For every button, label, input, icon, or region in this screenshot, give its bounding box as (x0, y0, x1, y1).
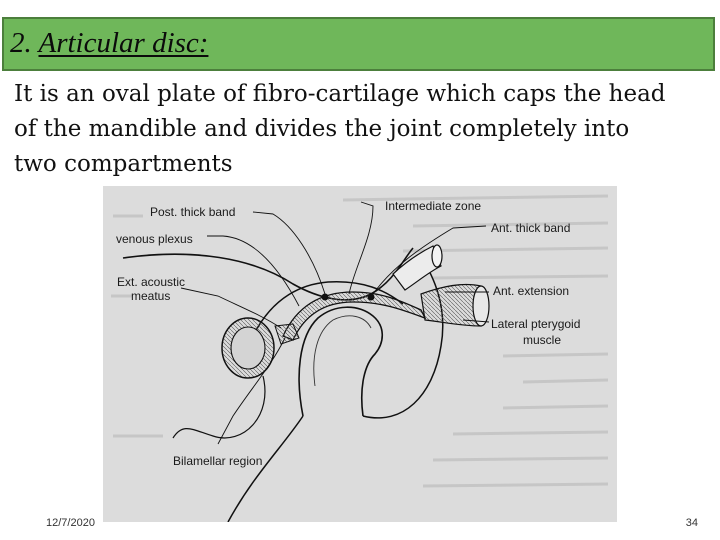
mandibular-condyle (298, 306, 384, 417)
bilamellar-region (274, 323, 300, 345)
label-ext-acoustic-2: meatus (131, 289, 170, 303)
tmj-diagram-svg: Post. thick band venous plexus Ext. acou… (103, 186, 617, 522)
lateral-pterygoid-muscle (420, 283, 482, 327)
tail-curve (172, 375, 266, 439)
title-text: Articular disc: (38, 27, 209, 59)
title-bar: 2. Articular disc: (2, 17, 715, 71)
muscle-cut-end (472, 285, 490, 327)
slide-date: 12/7/2020 (46, 517, 95, 529)
slide-page-number: 34 (685, 517, 698, 529)
label-lateral-pterygoid-1: Lateral pterygoid (491, 317, 580, 331)
upper-tube-end (431, 244, 443, 268)
anterior-band-dot (367, 293, 375, 301)
label-ant-thick-band: Ant. thick band (491, 221, 570, 235)
leader-lines (180, 201, 490, 445)
label-post-thick-band: Post. thick band (150, 205, 235, 219)
tmj-diagram: Post. thick band venous plexus Ext. acou… (103, 186, 617, 522)
posterior-band-dot (321, 293, 329, 301)
condyle-inner-outline (313, 315, 372, 387)
glenoid-fossa-outline (252, 281, 404, 337)
temporal-bone-outline (122, 247, 414, 301)
slide-body-text: It is an oval plate of fibro-cartilage w… (14, 81, 666, 177)
label-intermediate-zone: Intermediate zone (385, 199, 481, 213)
mandible-ramus (227, 255, 444, 522)
title-number: 2. (10, 27, 32, 59)
slide-title: 2. Articular disc: (10, 27, 208, 60)
upper-tube (392, 245, 442, 291)
label-bilamellar-region: Bilamellar region (173, 454, 262, 468)
label-lateral-pterygoid-2: muscle (523, 333, 561, 347)
label-venous-plexus: venous plexus (116, 232, 193, 246)
meatus-inner (230, 326, 266, 370)
label-ant-extension: Ant. extension (493, 284, 569, 298)
label-ext-acoustic-1: Ext. acoustic (117, 275, 185, 289)
